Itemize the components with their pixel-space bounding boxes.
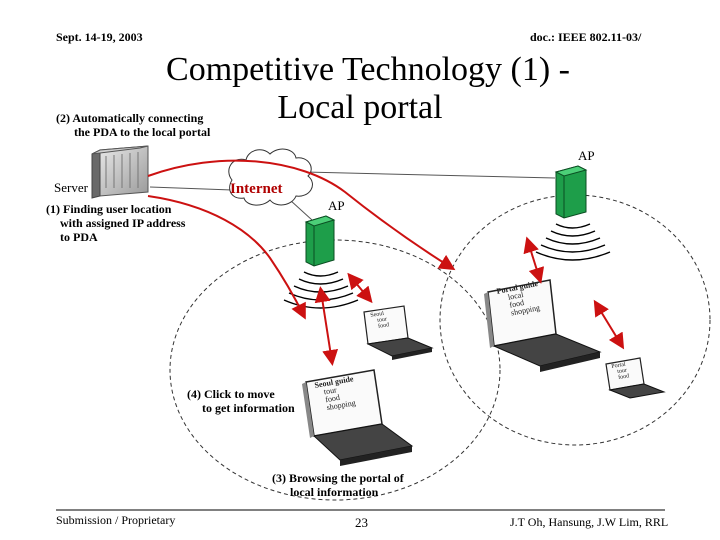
access-point-top-icon bbox=[554, 165, 588, 219]
step-2-label-line-1: (2) Automatically connecting bbox=[56, 111, 204, 125]
arrow-portal-to-pda bbox=[147, 159, 456, 271]
laptop-right-small bbox=[605, 357, 666, 399]
arrow-locate-user bbox=[147, 195, 306, 320]
step-1-label-line-3: to PDA bbox=[60, 230, 98, 244]
access-point-mid-icon bbox=[304, 215, 336, 267]
server-icon bbox=[91, 145, 149, 199]
ap-top-label: AP bbox=[578, 148, 595, 163]
server-label: Server bbox=[54, 180, 88, 195]
laptop-small-right-screen: Portal tour food bbox=[611, 361, 630, 381]
step-3-label-line-2: local information bbox=[290, 485, 379, 499]
header-doc-id: doc.: IEEE 802.11-03/ bbox=[530, 30, 642, 44]
laptop-center-small bbox=[363, 305, 434, 360]
step-4-label-line-2: to get information bbox=[202, 401, 295, 415]
radio-waves-mid bbox=[283, 271, 359, 309]
step-1-label-line-2: with assigned IP address bbox=[60, 216, 186, 230]
title-line-1: Competitive Technology (1) - bbox=[166, 51, 570, 88]
ap-mid-label: AP bbox=[328, 198, 345, 213]
step-2-label-line-2: the PDA to the local portal bbox=[74, 125, 211, 139]
step-3-label-line-1: (3) Browsing the portal of bbox=[272, 471, 404, 485]
header-date: Sept. 14-19, 2003 bbox=[56, 30, 143, 44]
arrow-ap-to-laptop-mid bbox=[347, 272, 373, 304]
step-4-label-line-1: (4) Click to move bbox=[187, 387, 275, 401]
step-1-label-line-1: (1) Finding user location bbox=[46, 202, 172, 216]
footer-page-number: 23 bbox=[355, 515, 368, 530]
link-internet-ap-mid bbox=[289, 199, 313, 221]
link-server-internet bbox=[149, 186, 233, 191]
coverage-cell-left bbox=[169, 239, 501, 501]
footer-submission: Submission / Proprietary bbox=[56, 513, 176, 527]
arrow-ap-to-laptop-right-small bbox=[593, 299, 625, 350]
arrow-ap-to-laptop-right bbox=[523, 236, 545, 284]
arrow-ap-to-laptop-center bbox=[314, 286, 339, 366]
laptop-center-large bbox=[302, 369, 414, 466]
laptop-small-mid-screen: Seoul tour food bbox=[370, 310, 390, 330]
link-internet-ap-top bbox=[304, 171, 556, 179]
laptop-center-screen: Seoul guide tour food shopping bbox=[314, 374, 358, 413]
internet-label: Internet bbox=[230, 181, 283, 197]
title-line-2: Local portal bbox=[277, 89, 443, 126]
radio-waves-top bbox=[535, 223, 611, 261]
coverage-cell-right bbox=[439, 194, 711, 446]
laptop-right bbox=[484, 279, 602, 372]
internet-cloud bbox=[228, 148, 313, 206]
footer-authors: J.T Oh, Hansung, J.W Lim, RRL bbox=[510, 515, 669, 529]
